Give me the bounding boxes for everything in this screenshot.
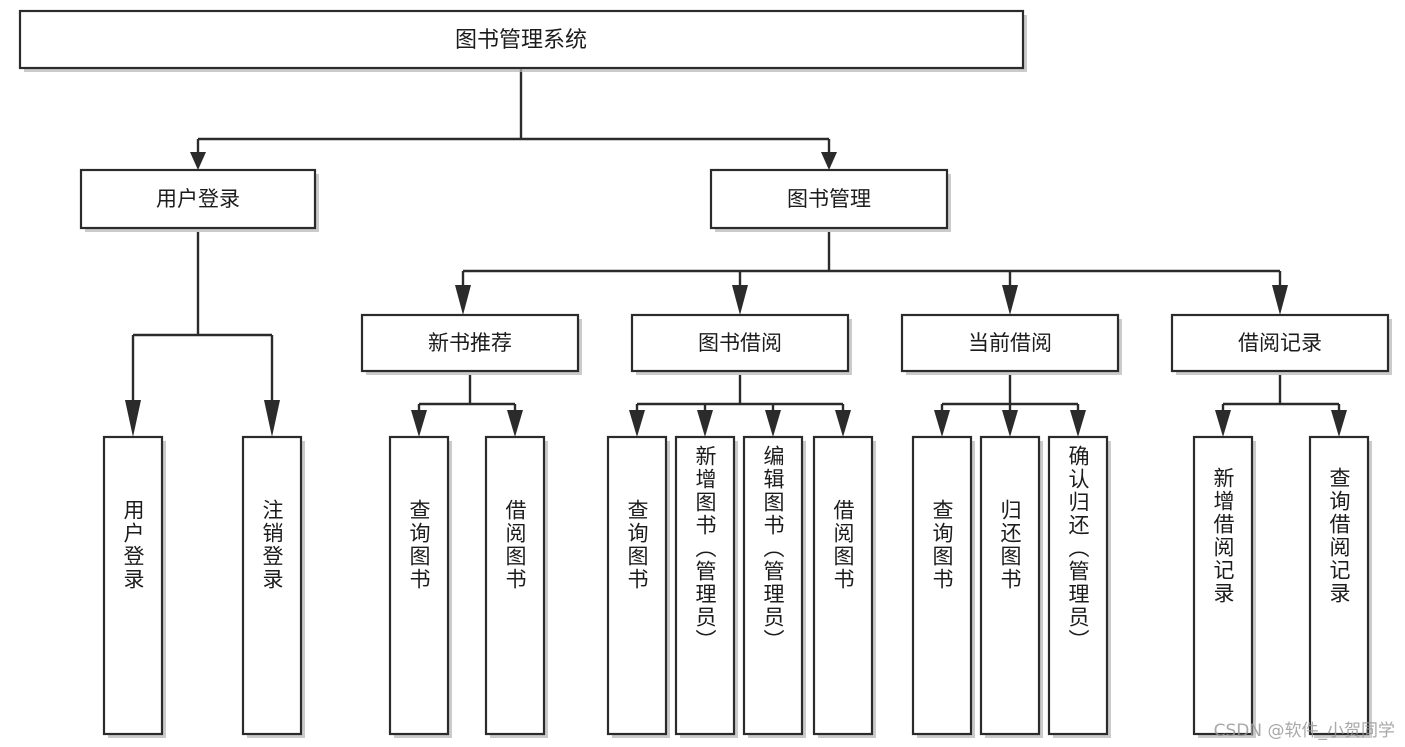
- arrow-head-leaf-query-book-2: [629, 410, 645, 437]
- node-new-book-rec[interactable]: 新书推荐: [360, 313, 582, 375]
- leaf-edit-book-box[interactable]: [742, 435, 804, 736]
- arrow-head-leaf-add-record: [1215, 410, 1231, 437]
- arrow-head-book-borrow: [732, 285, 748, 315]
- node-user-login-label: 用户登录: [156, 187, 240, 211]
- arrow-head-user-login: [190, 152, 206, 170]
- arrow-head-leaf-add-book: [697, 410, 713, 437]
- arrow-head-new-book-rec: [455, 285, 471, 315]
- node-book-manage[interactable]: 图书管理: [709, 168, 951, 232]
- node-current-borrow[interactable]: 当前借阅: [900, 313, 1122, 375]
- arrow-head-book-manage: [821, 152, 837, 170]
- node-borrow-record[interactable]: 借阅记录: [1170, 313, 1392, 375]
- leaf-user-login-box[interactable]: [102, 435, 164, 736]
- connectors: [125, 69, 1347, 437]
- arrow-head-leaf-query-book-1: [411, 410, 427, 437]
- arrow-head-leaf-borrow-book-1: [507, 410, 523, 437]
- node-new-book-rec-box[interactable]: [360, 313, 580, 373]
- leaf-query-book-1-box[interactable]: [388, 435, 450, 736]
- node-book-borrow-label: 图书借阅: [698, 331, 782, 355]
- arrow-head-leaf-borrow-book-2: [835, 410, 851, 437]
- node-book-manage-box[interactable]: [709, 168, 949, 230]
- leaf-borrow-book-2-box[interactable]: [812, 435, 874, 736]
- node-new-book-rec-label: 新书推荐: [428, 331, 512, 355]
- node-current-borrow-box[interactable]: [900, 313, 1120, 373]
- leaf-boxes: [102, 435, 1372, 738]
- node-user-login-box[interactable]: [79, 168, 317, 230]
- leaf-add-record-box[interactable]: [1192, 435, 1254, 736]
- leaf-borrow-book-1-box[interactable]: [484, 435, 546, 736]
- arrow-head-current-borrow: [1002, 285, 1018, 315]
- leaf-query-book-3-box[interactable]: [911, 435, 973, 736]
- node-root[interactable]: 图书管理系统: [18, 9, 1027, 72]
- leaf-query-record-box[interactable]: [1308, 435, 1370, 736]
- leaf-user-logout-box[interactable]: [241, 435, 303, 736]
- arrow-head-leaf-return-book: [1002, 410, 1018, 437]
- node-user-login[interactable]: 用户登录: [79, 168, 319, 232]
- node-book-borrow-box[interactable]: [630, 313, 850, 373]
- leaf-query-book-2-box[interactable]: [606, 435, 668, 736]
- node-borrow-record-box[interactable]: [1170, 313, 1390, 373]
- node-current-borrow-label: 当前借阅: [968, 331, 1052, 355]
- node-root-label: 图书管理系统: [455, 28, 587, 53]
- node-borrow-record-label: 借阅记录: [1238, 331, 1322, 355]
- node-book-manage-label: 图书管理: [787, 187, 871, 211]
- arrow-head-leaf-query-record: [1331, 410, 1347, 437]
- leaf-confirm-return-box[interactable]: [1047, 435, 1109, 736]
- leaf-add-book-box[interactable]: [674, 435, 736, 736]
- leaf-return-book-box[interactable]: [979, 435, 1041, 736]
- arrow-head-leaf-user-logout: [264, 400, 280, 437]
- node-book-borrow[interactable]: 图书借阅: [630, 313, 852, 375]
- arrow-head-leaf-query-book-3: [934, 410, 950, 437]
- arrow-head-leaf-edit-book: [765, 410, 781, 437]
- arrow-head-leaf-confirm-return: [1070, 410, 1086, 437]
- arrow-head-leaf-user-login: [125, 400, 141, 437]
- arrow-head-borrow-record: [1272, 285, 1288, 315]
- node-root-box[interactable]: [18, 9, 1025, 70]
